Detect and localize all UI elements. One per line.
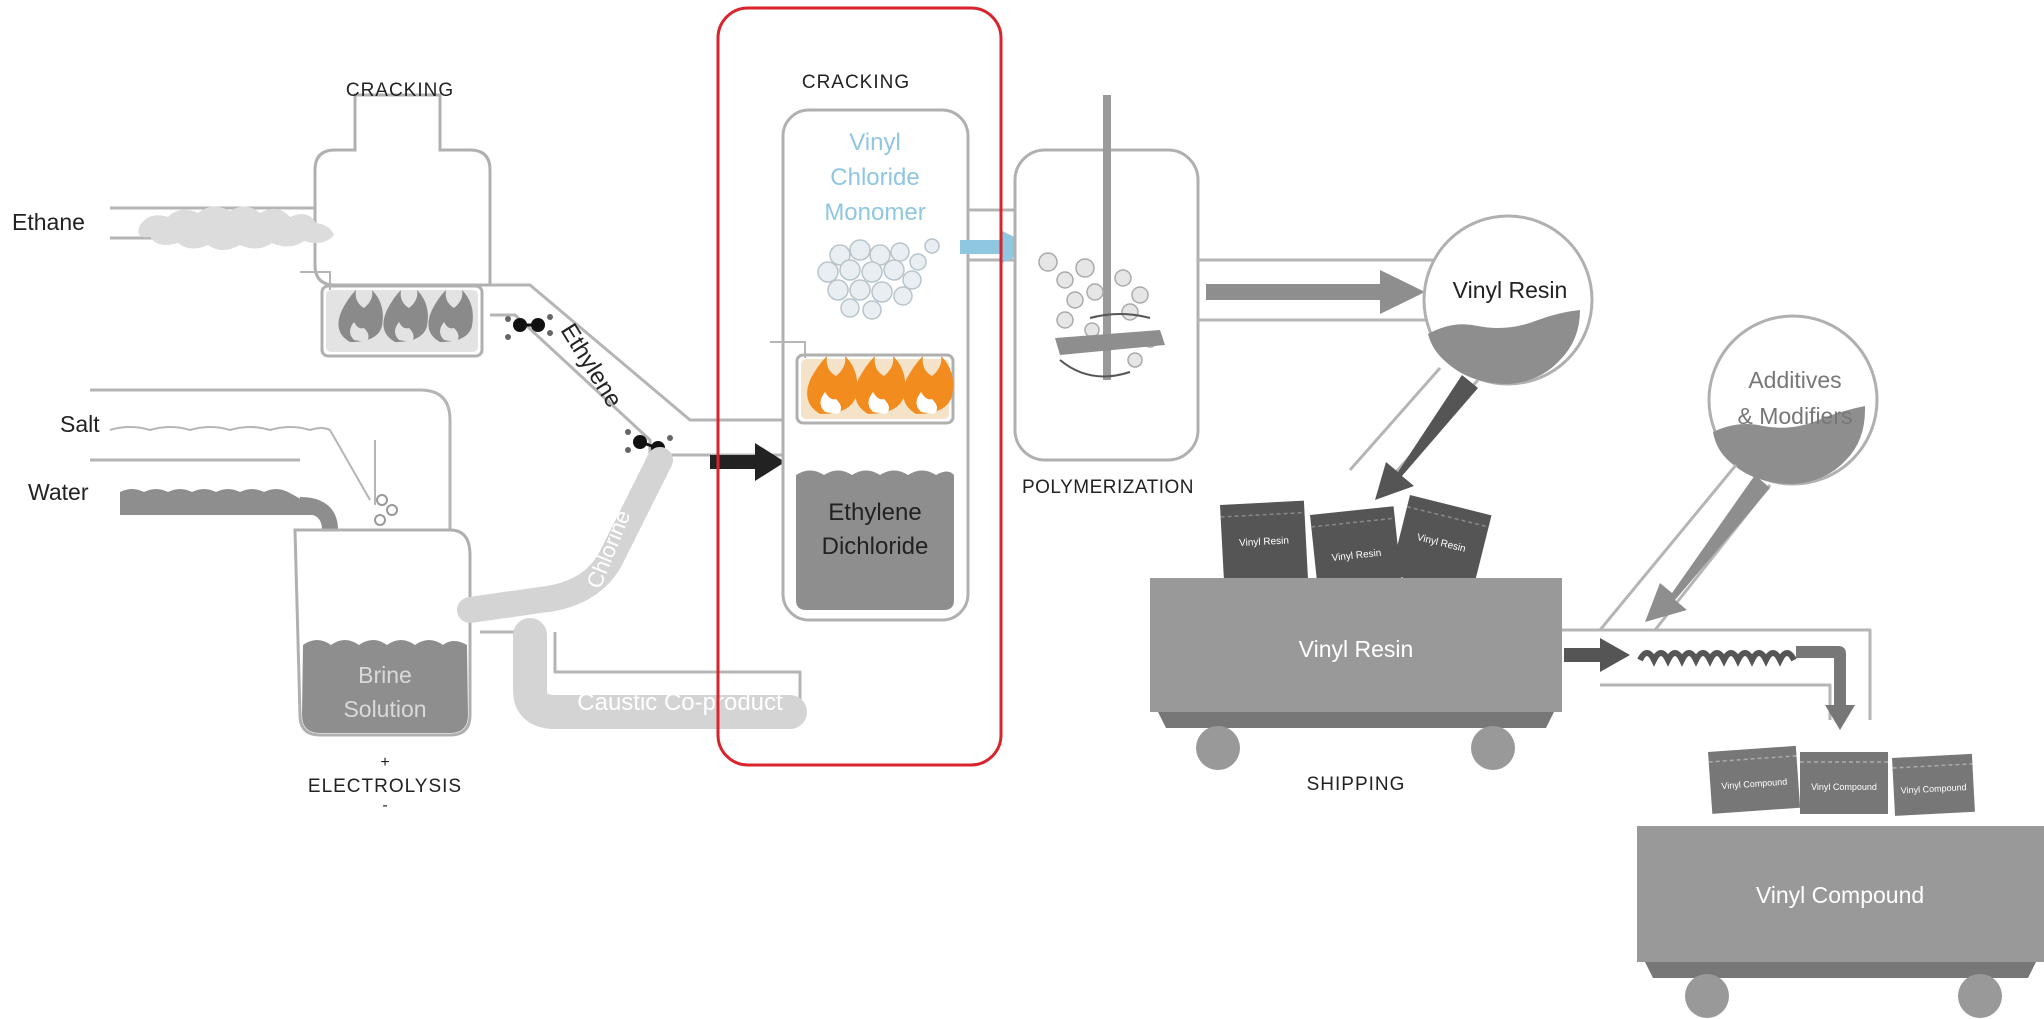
electrolysis-minus: - [382, 797, 387, 814]
salt-label: Salt [60, 411, 100, 437]
arrow-icon [1825, 705, 1855, 730]
brine-label-line2: Solution [343, 696, 426, 722]
ethylene-molecule-icon [505, 314, 553, 340]
compound-bag-label: Vinyl Compound [1811, 782, 1877, 792]
vinyl-resin-silo: Vinyl Resin [1348, 214, 1594, 500]
vcm-label-line2: Chloride [830, 164, 919, 191]
brine-label-line1: Brine [358, 662, 412, 688]
shipping-label: SHIPPING [1307, 774, 1406, 795]
additives-label-line1: Additives [1748, 367, 1841, 393]
electrolysis-label: ELECTROLYSIS [308, 776, 462, 797]
vcm-label-line3: Monomer [824, 199, 925, 226]
compound-bag-label: Vinyl Compound [1901, 782, 1967, 795]
flame-icon [855, 356, 906, 414]
cracking-center-label: CRACKING [802, 72, 910, 93]
arrow-icon [710, 443, 785, 481]
flame-icon [807, 356, 858, 414]
vcm-label-line1: Vinyl [849, 129, 901, 156]
brine-electrolysis: Brine Solution Salt Water + ELECTROLYSIS… [28, 388, 472, 814]
cart-resin-label: Vinyl Resin [1299, 636, 1414, 662]
compound-bag: Vinyl Compound [1708, 745, 1801, 814]
resin-cart: Vinyl Resin Vinyl Resin Vinyl Resin Viny… [1150, 495, 1562, 795]
compound-bag: Vinyl Compound [1800, 752, 1888, 814]
edc-label-line1: Ethylene [828, 499, 921, 526]
resin-bag: Vinyl Resin [1310, 506, 1403, 597]
resin-arrow [1198, 258, 1450, 322]
flame-icon [428, 290, 473, 342]
left-cracker: CRACKING Ethane [12, 80, 492, 358]
resin-bag: Vinyl Resin [1220, 500, 1309, 587]
arrow-icon [1206, 270, 1425, 314]
caustic-label: Caustic Co-product [577, 689, 783, 716]
additives-label-line2: & Modifiers [1737, 403, 1852, 429]
ethane-gas-cloud [138, 206, 334, 250]
arrow-icon [1564, 638, 1630, 672]
compound-cart: Vinyl Compound Vinyl Compound Vinyl Comp… [1637, 745, 2044, 1018]
arrow-icon [1375, 375, 1478, 500]
compound-bag: Vinyl Compound [1892, 753, 1975, 816]
cracking-left-label: CRACKING [346, 80, 454, 101]
center-cracker: Vinyl Chloride Monomer Ethylene Dichlori… [770, 72, 1035, 622]
flame-icon [383, 290, 428, 342]
resin-bag: Vinyl Resin [1390, 495, 1492, 595]
water-label: Water [28, 479, 89, 505]
highlight-box [716, 6, 1003, 767]
cart-wheel [1196, 726, 1240, 770]
cart-wheel [1685, 974, 1729, 1018]
additives-silo: Additives & Modifiers [1598, 314, 1879, 631]
vinyl-resin-circle-label: Vinyl Resin [1453, 277, 1568, 303]
ethylene-label: Ethylene [555, 319, 627, 413]
edc-label-line2: Dichloride [822, 533, 929, 560]
vcm-bubbles [817, 238, 940, 320]
ethylene-pipe: Ethylene [490, 283, 785, 481]
arrow-icon [1645, 475, 1770, 622]
cart-wheel [1958, 974, 2002, 1018]
polymerization-label: POLYMERIZATION [1022, 477, 1194, 498]
flame-icon [338, 290, 383, 342]
electrolysis-plus: + [380, 754, 389, 771]
cart-wheel [1471, 726, 1515, 770]
polymerization-reactor: POLYMERIZATION [1013, 95, 1200, 498]
compound-mixer [1562, 628, 1872, 730]
resin-bag-label: Vinyl Resin [1331, 548, 1382, 564]
resin-bag-label: Vinyl Resin [1239, 535, 1289, 549]
ethane-label: Ethane [12, 209, 85, 235]
cart-compound-label: Vinyl Compound [1756, 882, 1924, 908]
flame-icon [903, 356, 954, 414]
compound-bag-label: Vinyl Compound [1721, 777, 1787, 792]
chlorine-caustic: Chlorine Caustic Co-product [457, 447, 807, 729]
